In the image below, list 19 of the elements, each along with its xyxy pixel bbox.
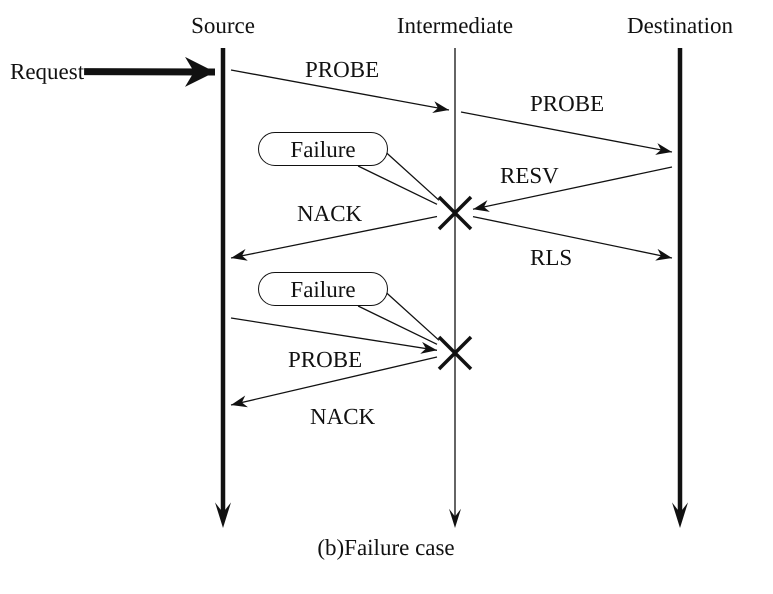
lifeline-heading: Intermediate <box>396 14 514 37</box>
cross-mark <box>437 195 473 231</box>
arrow <box>230 69 450 114</box>
lifeline-heading: Source <box>191 14 255 37</box>
arrow <box>230 317 438 354</box>
failure-callout: Failure <box>258 132 388 166</box>
arrow <box>230 356 438 408</box>
request-label: Request <box>10 60 84 83</box>
arrow <box>472 216 672 261</box>
lifeline-heading: Destination <box>626 14 734 37</box>
cross-mark <box>437 335 473 371</box>
arrow <box>472 166 672 212</box>
arrow <box>230 216 438 261</box>
arrow <box>460 111 672 155</box>
failure-callout: Failure <box>258 272 388 306</box>
leader-line <box>357 292 440 345</box>
leader-line <box>357 152 440 205</box>
arrow <box>84 56 216 87</box>
caption: (b)Failure case <box>317 536 455 559</box>
